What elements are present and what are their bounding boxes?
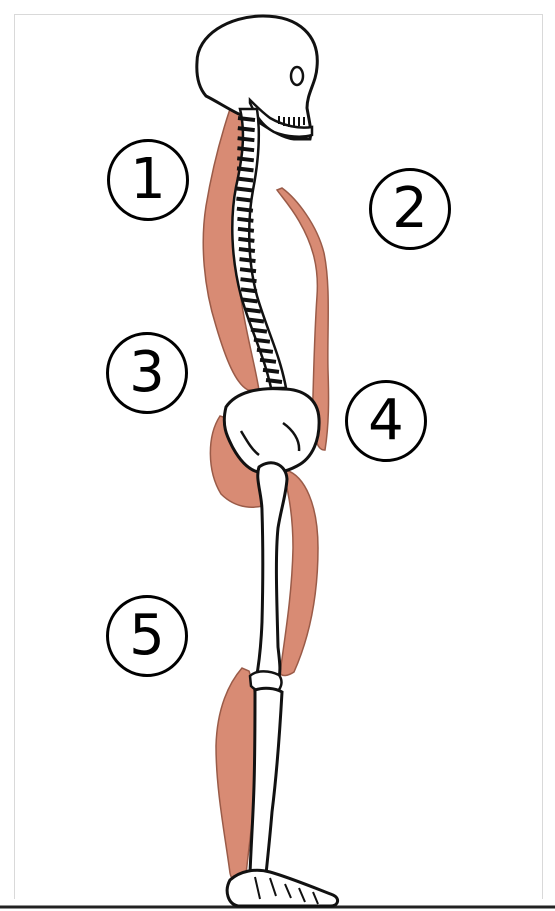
vertebra	[240, 259, 256, 261]
label-5: 5	[106, 595, 188, 677]
vertebra	[248, 320, 264, 322]
vertebra	[236, 199, 252, 201]
vertebra	[238, 229, 254, 231]
vertebra	[238, 138, 255, 140]
vertebra	[237, 158, 254, 160]
vertebra	[245, 310, 261, 312]
vertebra	[238, 128, 255, 130]
vertebra	[257, 350, 273, 352]
thigh-muscle	[280, 470, 318, 676]
femur	[256, 463, 287, 680]
vertebra	[239, 249, 255, 251]
label-1: 1	[107, 139, 189, 221]
label-3: 3	[106, 332, 188, 414]
label-4: 4	[345, 380, 427, 462]
vertebra	[238, 118, 255, 120]
vertebra	[238, 239, 254, 241]
foot	[227, 870, 337, 906]
tibia-fibula	[250, 688, 282, 874]
vertebra	[240, 269, 256, 271]
vertebra	[251, 330, 267, 332]
vertebra	[260, 360, 276, 362]
vertebra	[237, 219, 253, 221]
vertebra	[263, 370, 279, 372]
vertebra	[254, 340, 270, 342]
vertebra	[237, 189, 253, 191]
vertebra	[241, 289, 257, 291]
vertebra	[242, 299, 258, 301]
vertebra	[241, 279, 257, 281]
label-2: 2	[369, 168, 451, 250]
vertebra	[237, 209, 253, 211]
vertebra	[237, 168, 254, 170]
eye-socket	[291, 67, 303, 85]
vertebra	[237, 179, 253, 181]
vertebra	[237, 148, 254, 150]
vertebra	[266, 380, 282, 382]
